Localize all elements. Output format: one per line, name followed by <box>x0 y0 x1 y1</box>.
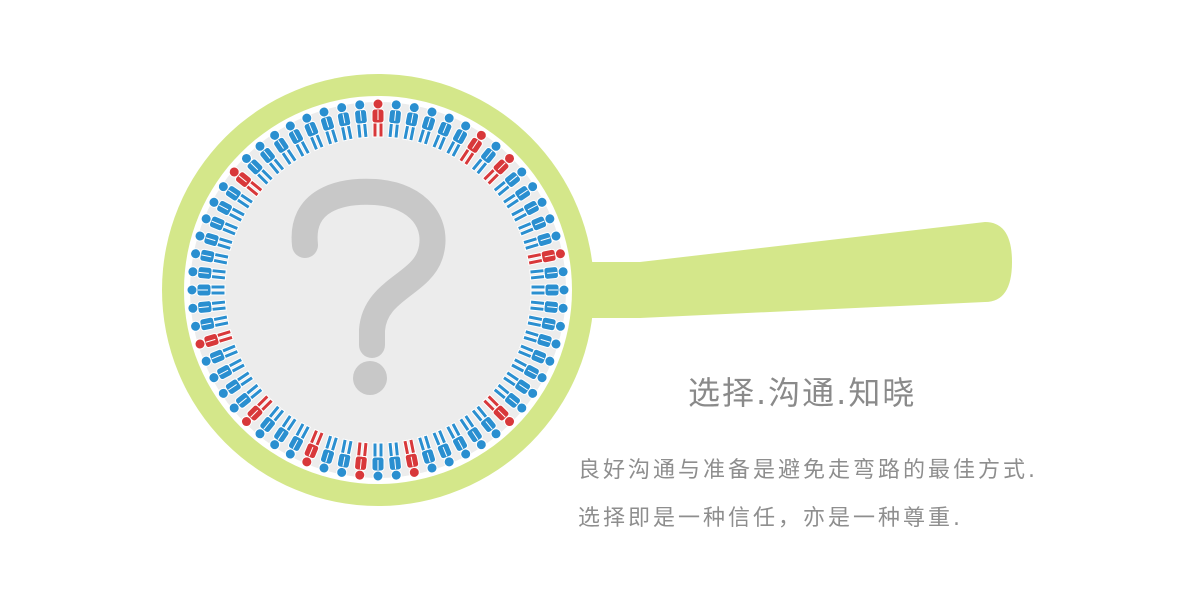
person-figure <box>208 196 247 223</box>
person-figure <box>526 248 566 266</box>
person-figure <box>269 413 298 451</box>
person-figure <box>190 314 230 332</box>
person-figure <box>445 120 472 159</box>
person-figure <box>336 438 354 478</box>
person-figure <box>526 314 566 332</box>
magnifier-handle <box>585 222 1012 318</box>
person-figure <box>284 120 311 159</box>
person-figure <box>336 102 354 142</box>
description-line-1: 良好沟通与准备是避免走弯路的最佳方式. <box>578 458 1038 483</box>
person-figure <box>431 428 455 468</box>
person-figure <box>301 428 325 468</box>
person-figure <box>371 98 385 138</box>
person-figure <box>301 112 325 152</box>
person-figure <box>284 421 311 460</box>
person-figure <box>509 357 548 384</box>
person-figure <box>194 230 234 251</box>
person-figure <box>417 434 438 474</box>
person-figure <box>318 434 339 474</box>
person-figure <box>228 382 264 414</box>
person-figure <box>509 196 548 223</box>
person-figure <box>402 102 420 142</box>
person-figure <box>431 112 455 152</box>
person-figure <box>516 213 556 237</box>
person-figure <box>470 404 502 440</box>
person-figure <box>254 404 286 440</box>
person-figure <box>529 266 569 281</box>
person-figure <box>186 283 226 297</box>
person-figure <box>402 438 420 478</box>
person-figure <box>516 343 556 367</box>
person-figure <box>190 248 230 266</box>
person-figure <box>187 266 227 281</box>
person-figure <box>240 393 275 428</box>
description-line-2: 选择即是一种信任，亦是一种尊重. <box>578 506 963 531</box>
person-figure <box>240 152 275 187</box>
question-mark-icon <box>291 178 446 395</box>
person-figure <box>458 129 487 167</box>
person-figure <box>501 370 539 399</box>
person-figure <box>470 140 502 176</box>
person-figure <box>529 299 569 314</box>
person-figure <box>492 382 528 414</box>
person-figure <box>318 106 339 146</box>
person-figure <box>269 129 298 167</box>
people-ring <box>186 98 570 482</box>
person-figure <box>228 166 264 198</box>
person-figure <box>445 421 472 460</box>
person-figure <box>194 329 234 350</box>
person-figure <box>492 166 528 198</box>
heading: 选择.沟通.知晓 <box>688 374 917 412</box>
person-figure <box>371 442 385 482</box>
person-figure <box>481 393 516 428</box>
person-figure <box>417 106 438 146</box>
person-figure <box>254 140 286 176</box>
person-figure <box>530 283 570 297</box>
person-figure <box>522 230 562 251</box>
person-figure <box>481 152 516 187</box>
person-figure <box>217 181 255 210</box>
person-figure <box>217 370 255 399</box>
person-figure <box>200 343 240 367</box>
person-figure <box>501 181 539 210</box>
person-figure <box>387 441 402 481</box>
person-figure <box>200 213 240 237</box>
person-figure <box>208 357 247 384</box>
person-figure <box>387 99 402 139</box>
person-figure <box>354 441 369 481</box>
person-figure <box>458 413 487 451</box>
person-figure <box>187 299 227 314</box>
person-figure <box>522 329 562 350</box>
person-figure <box>354 99 369 139</box>
